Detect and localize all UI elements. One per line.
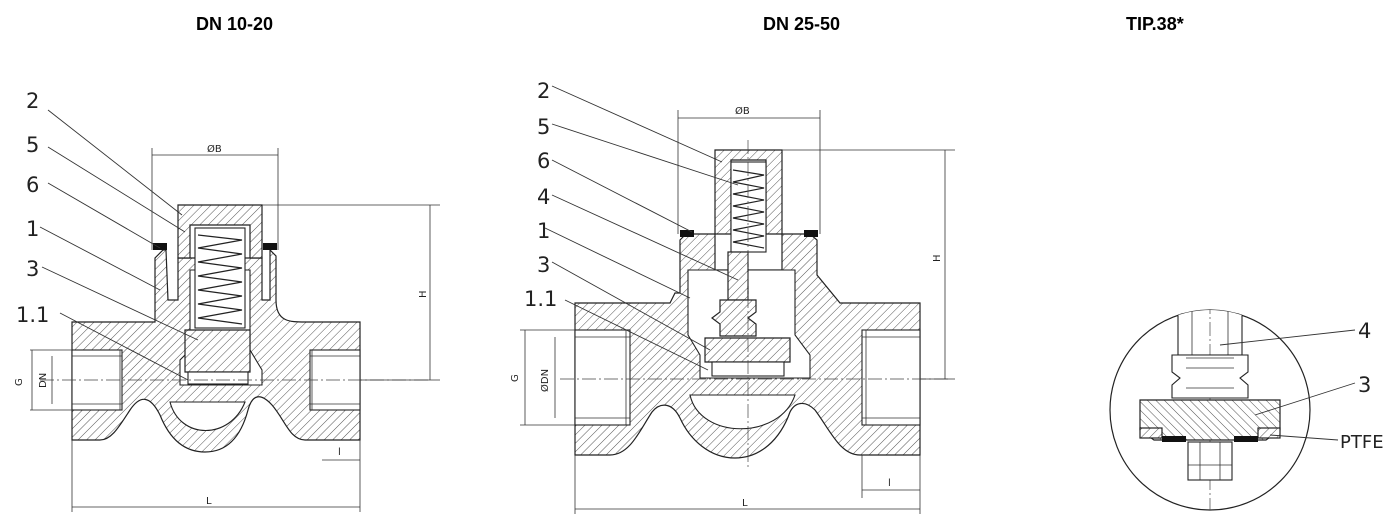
small-disc-holder [184,329,251,373]
large-left-bore [574,329,631,426]
large-label-4: 4 [537,185,550,209]
large-label-1-1: 1.1 [524,287,557,311]
small-dim-thread-length: l [338,447,341,458]
small-dim-diameter-b: ØB [207,143,222,155]
large-stem [727,251,749,301]
small-dim-thread: G [14,378,25,386]
large-label-3: 3 [537,253,550,277]
small-spring [197,234,243,325]
large-label-1: 1 [537,219,550,243]
large-dim-thread-length: l [888,478,891,489]
large-right-bore [861,329,921,426]
small-label-1: 1 [26,217,39,241]
large-dim-diameter-b: ØB [735,105,750,117]
small-label-5: 5 [26,133,39,157]
large-label-5: 5 [537,115,550,139]
small-label-6: 6 [26,173,39,197]
small-dim-length: L [206,496,212,507]
small-label-2: 2 [26,89,39,113]
detail-label-4: 4 [1358,319,1371,343]
valve-drawing-small: ØB H G DN L l 2 5 6 1 3 1.1 [14,89,440,512]
large-label-2: 2 [537,79,550,103]
title-dn-10-20: DN 10-20 [196,14,274,34]
large-spring [732,169,765,249]
valve-drawing-large: ØB H G ØDN L l 2 5 6 4 1 3 [510,79,955,514]
detail-drawing-tip38: 4 3 PTFE [1109,309,1384,511]
small-dim-nominal: DN [38,373,49,388]
large-dim-thread: G [510,374,521,382]
large-dim-length: L [742,498,748,509]
large-cap [714,149,783,235]
small-cap [177,204,263,259]
title-tip-38: TIP.38* [1126,14,1184,34]
title-dn-25-50: DN 25-50 [763,14,841,34]
small-spring-chamber [194,227,246,329]
large-dim-nominal: ØDN [539,369,551,392]
large-disc [704,337,791,363]
large-label-6: 6 [537,149,550,173]
small-label-3: 3 [26,257,39,281]
small-dim-height: H [418,290,429,298]
detail-label-3: 3 [1358,373,1371,397]
large-dim-height: H [932,254,943,262]
detail-label-ptfe: PTFE [1340,432,1384,453]
small-label-1-1: 1.1 [16,303,49,327]
